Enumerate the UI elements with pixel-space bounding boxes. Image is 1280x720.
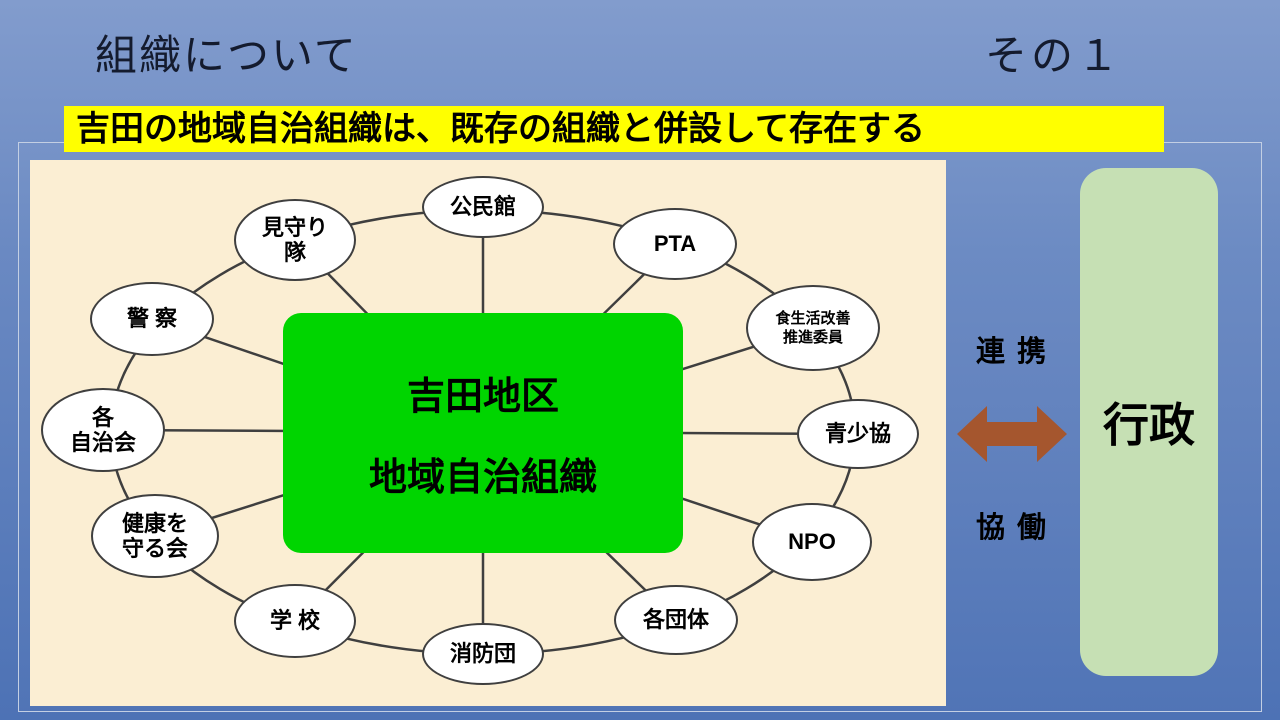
node-various-groups: 各団体 [614,585,738,655]
label-collaboration: 協 働 [975,512,1049,544]
center-org-line2: 地域自治組織 [368,457,597,499]
label-cooperation: 連 携 [975,336,1049,368]
node-police: 警 察 [90,282,214,356]
node-neighborhood-associations: 各 自治会 [41,388,165,472]
center-org-box: 吉田地区 地域自治組織 [283,313,683,553]
slide-title: 組織について [95,32,358,79]
node-youth-association: 青少協 [797,399,919,469]
node-pta: PTA [613,208,737,280]
node-watch-patrol: 見守り 隊 [234,199,356,281]
node-community-center: 公民館 [422,176,544,238]
government-label: 行政 [1103,399,1195,451]
node-npo: NPO [752,503,872,581]
node-health-protection-group: 健康を 守る会 [91,494,219,578]
center-org-line1: 吉田地区 [406,376,559,418]
node-dietary-improvement-committee: 食生活改善 推進委員 [746,285,880,371]
slide-part-label: その１ [985,32,1124,79]
headline-banner: 吉田の地域自治組織は、既存の組織と併設して存在する [64,106,1164,152]
node-fire-brigade: 消防団 [422,623,544,685]
diagram-panel: 公民館 PTA 食生活改善 推進委員 青少協 NPO 各団体 消防団 学 校 健… [30,160,946,706]
government-box: 行政 [1080,168,1218,676]
two-way-arrow-icon [957,406,1067,462]
node-school: 学 校 [234,584,356,658]
